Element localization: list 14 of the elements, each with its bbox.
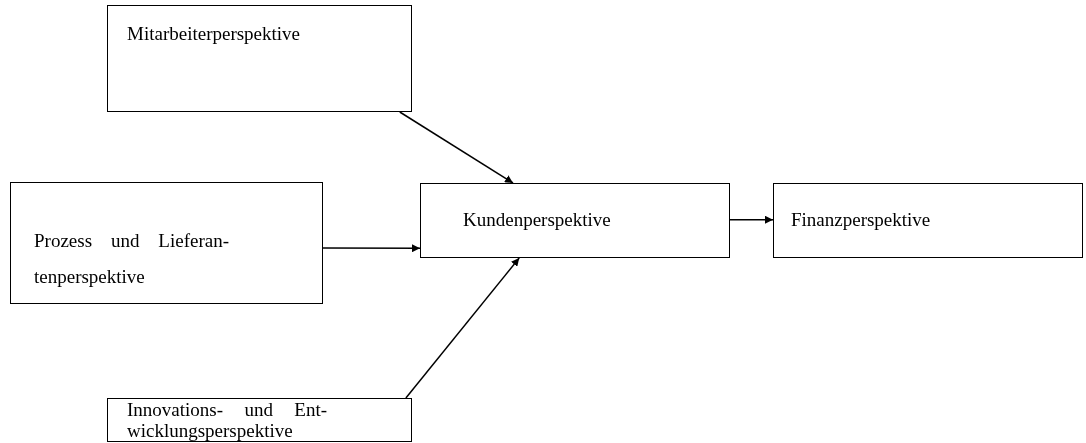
box-label: Mitarbeiterperspektive <box>127 22 302 46</box>
box-label: Prozess und Lieferan- tenperspektive <box>34 229 229 289</box>
process-box <box>10 182 323 304</box>
box-label: Kundenperspektive <box>463 208 612 232</box>
box-label: Innovations- und Ent- wicklungsperspektive <box>127 399 327 441</box>
arrow <box>322 244 421 253</box>
process-box <box>107 398 412 442</box>
process-box <box>107 5 412 112</box>
box-label: Finanzperspektive <box>791 208 932 232</box>
process-box <box>420 183 730 258</box>
arrow <box>405 257 520 399</box>
process-box <box>773 183 1083 258</box>
arrow <box>729 215 774 224</box>
arrow <box>399 111 514 184</box>
